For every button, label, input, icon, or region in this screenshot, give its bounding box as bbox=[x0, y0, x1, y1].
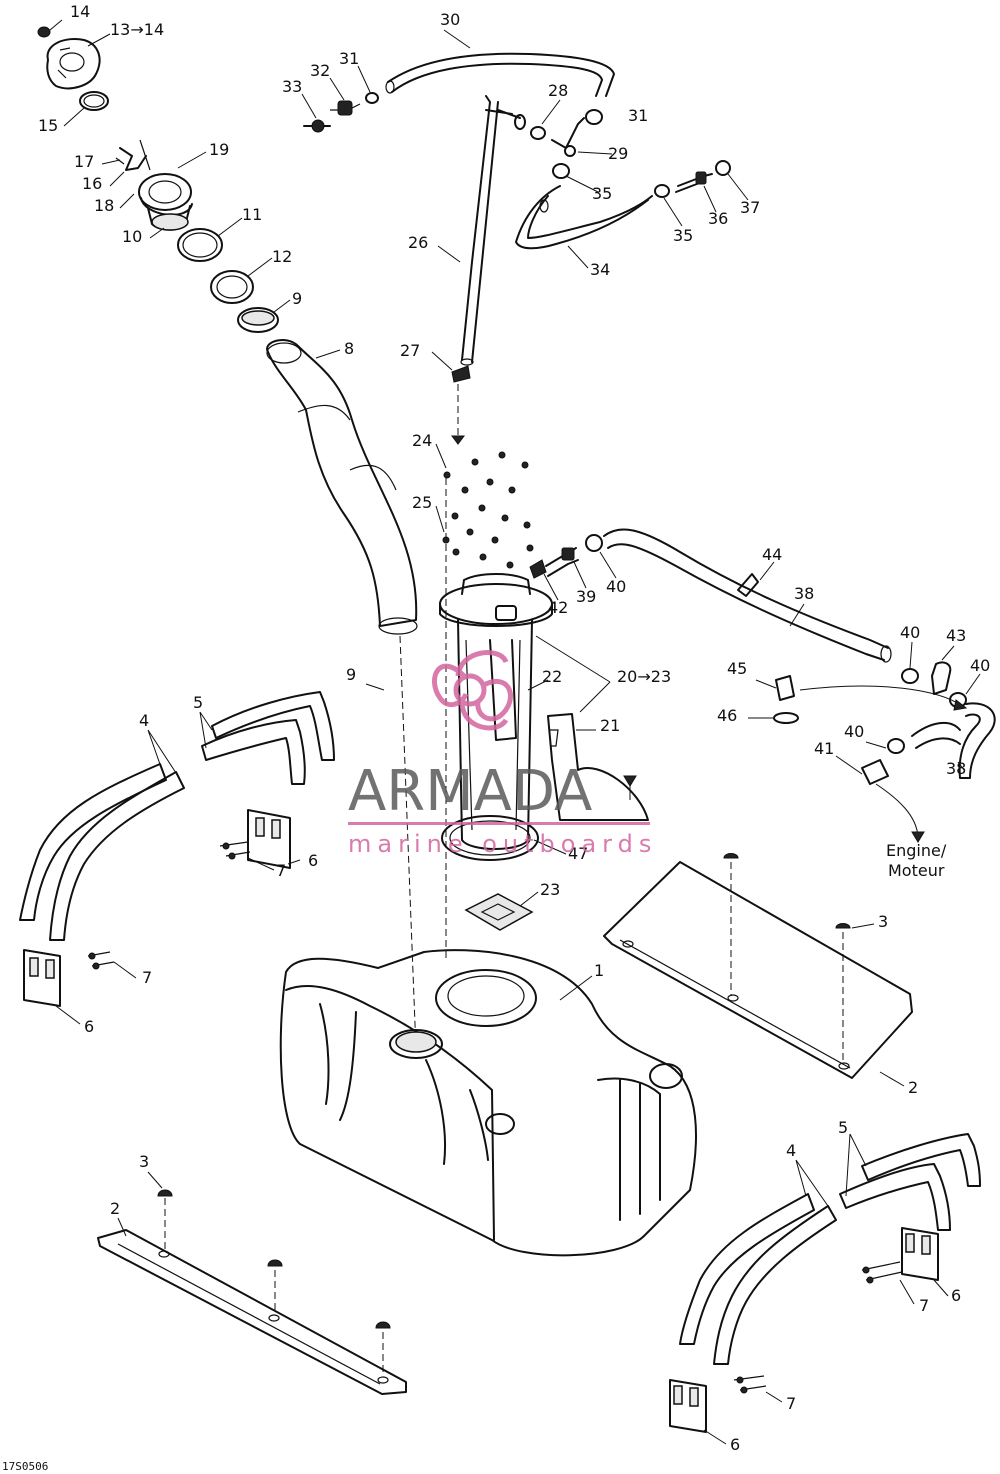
part-label-6: 6 bbox=[951, 1286, 961, 1305]
part-label-17: 17 bbox=[74, 152, 94, 171]
part-label-13: 13→14 bbox=[110, 20, 164, 39]
part-label-7: 7 bbox=[142, 968, 152, 987]
watermark-divider bbox=[348, 822, 650, 825]
mounting-bolts bbox=[442, 451, 534, 569]
figure-code: 17S0506 bbox=[2, 1460, 48, 1473]
part-label-34: 34 bbox=[590, 260, 610, 279]
part-label-36: 36 bbox=[708, 209, 728, 228]
part-label-1: 1 bbox=[594, 961, 604, 980]
part-label-2: 2 bbox=[110, 1199, 120, 1218]
engine-callout: Engine/ Moteur bbox=[886, 841, 947, 880]
part-label-40: 40 bbox=[970, 656, 990, 675]
part-label-6: 6 bbox=[730, 1435, 740, 1454]
part-label-3: 3 bbox=[878, 912, 888, 931]
watermark-logo bbox=[432, 650, 513, 731]
part-label-5: 5 bbox=[838, 1118, 848, 1137]
part-label-23: 23 bbox=[540, 880, 560, 899]
watermark-subtitle: marine outboards bbox=[348, 830, 657, 858]
skid-plate-lower bbox=[97, 1189, 407, 1395]
part-label-7: 7 bbox=[919, 1296, 929, 1315]
part-label-31: 31 bbox=[628, 106, 648, 125]
part-label-38: 38 bbox=[946, 759, 966, 778]
part-label-15: 15 bbox=[38, 116, 58, 135]
part-label-31: 31 bbox=[339, 49, 359, 68]
part-label-45: 45 bbox=[727, 659, 747, 678]
part-label-46: 46 bbox=[717, 706, 737, 725]
part-label-14: 14 bbox=[70, 2, 90, 21]
part-label-29: 29 bbox=[608, 144, 628, 163]
filler-cap-assembly bbox=[37, 26, 418, 635]
part-label-42: 42 bbox=[548, 598, 568, 617]
part-label-30: 30 bbox=[440, 10, 460, 29]
watermark: ARMADA marine outboards bbox=[348, 650, 657, 858]
vent-hose-assembly bbox=[303, 52, 731, 445]
part-label-35: 35 bbox=[592, 184, 612, 203]
part-label-47: 47 bbox=[568, 844, 588, 863]
engine-label-line1: Engine/ bbox=[886, 841, 947, 860]
part-label-28: 28 bbox=[548, 81, 568, 100]
part-label-44: 44 bbox=[762, 545, 782, 564]
part-label-43: 43 bbox=[946, 626, 966, 645]
part-label-20: 20→23 bbox=[617, 667, 671, 686]
part-label-9: 9 bbox=[292, 289, 302, 308]
part-label-40: 40 bbox=[844, 722, 864, 741]
part-label-4: 4 bbox=[139, 711, 149, 730]
tank-straps-left bbox=[19, 691, 335, 1007]
part-label-25: 25 bbox=[412, 493, 432, 512]
part-label-27: 27 bbox=[400, 341, 420, 360]
part-label-6: 6 bbox=[84, 1017, 94, 1036]
fuel-tank bbox=[279, 949, 697, 1257]
tank-straps-right bbox=[669, 1133, 981, 1433]
part-label-40: 40 bbox=[606, 577, 626, 596]
watermark-title: ARMADA bbox=[348, 759, 592, 824]
part-label-2: 2 bbox=[908, 1078, 918, 1097]
part-label-33: 33 bbox=[282, 77, 302, 96]
part-label-8: 8 bbox=[344, 339, 354, 358]
part-label-16: 16 bbox=[82, 174, 102, 193]
part-label-7: 7 bbox=[276, 861, 286, 880]
part-label-4: 4 bbox=[786, 1141, 796, 1160]
leader-lines bbox=[49, 19, 981, 1445]
part-label-41: 41 bbox=[814, 739, 834, 758]
part-label-32: 32 bbox=[310, 61, 330, 80]
engine-label-line2: Moteur bbox=[888, 861, 945, 880]
part-label-7: 7 bbox=[786, 1394, 796, 1413]
part-label-21: 21 bbox=[600, 716, 620, 735]
part-label-11: 11 bbox=[242, 205, 262, 224]
part-label-10: 10 bbox=[122, 227, 142, 246]
part-label-24: 24 bbox=[412, 431, 432, 450]
part-label-39: 39 bbox=[576, 587, 596, 606]
part-label-9: 9 bbox=[346, 665, 356, 684]
part-label-35: 35 bbox=[673, 226, 693, 245]
part-label-3: 3 bbox=[139, 1152, 149, 1171]
part-label-5: 5 bbox=[193, 693, 203, 712]
fuel-pump-module bbox=[399, 451, 649, 1051]
part-label-22: 22 bbox=[542, 667, 562, 686]
part-label-26: 26 bbox=[408, 233, 428, 252]
part-label-18: 18 bbox=[94, 196, 114, 215]
part-label-40: 40 bbox=[900, 623, 920, 642]
part-label-19: 19 bbox=[209, 140, 229, 159]
fuel-line-assembly bbox=[529, 528, 996, 843]
part-label-38: 38 bbox=[794, 584, 814, 603]
part-label-12: 12 bbox=[272, 247, 292, 266]
part-label-37: 37 bbox=[740, 198, 760, 217]
skid-plate-upper bbox=[603, 853, 913, 1079]
part-label-6: 6 bbox=[308, 851, 318, 870]
